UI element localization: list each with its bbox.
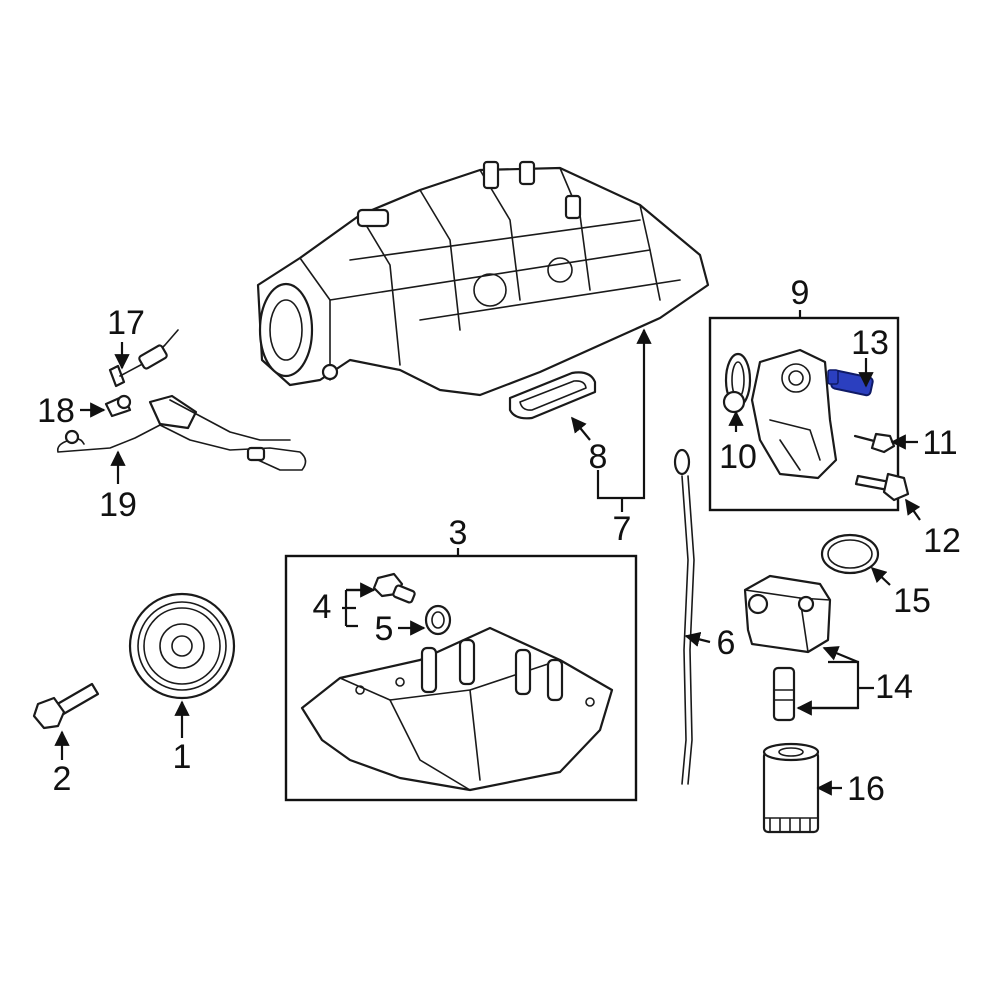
callout-2: 2 <box>53 760 72 798</box>
callout-14: 14 <box>875 668 913 706</box>
callout-1: 1 <box>173 738 192 776</box>
callout-13: 13 <box>851 324 889 362</box>
intake-gasket[interactable] <box>508 371 597 420</box>
oil-cooler[interactable] <box>743 574 832 654</box>
callout-10: 10 <box>719 438 757 476</box>
callout-18: 18 <box>37 392 75 430</box>
pulley-bolt[interactable] <box>32 682 100 730</box>
callout-3: 3 <box>449 514 468 552</box>
callout-7: 7 <box>613 510 632 548</box>
oil-filter-adapter[interactable] <box>750 348 838 480</box>
callout-11: 11 <box>922 424 957 462</box>
fuel-line-bracket[interactable] <box>108 329 179 388</box>
fuel-line-assembly[interactable] <box>56 394 307 471</box>
callout-9: 9 <box>791 274 810 312</box>
callout-4: 4 <box>313 588 332 626</box>
adapter-kit-box <box>708 316 900 512</box>
drain-plug-gasket[interactable] <box>424 604 452 636</box>
callout-6: 6 <box>717 624 736 662</box>
oil-pan-kit-box <box>284 554 638 802</box>
callout-labels: 1 2 3 4 5 6 7 8 9 10 11 12 13 14 15 16 1… <box>37 274 961 808</box>
oil-pan[interactable] <box>300 626 614 792</box>
bolt-11[interactable] <box>853 432 896 454</box>
callout-15: 15 <box>893 582 931 620</box>
bolt-18[interactable] <box>104 394 132 418</box>
oil-cooler-stud[interactable] <box>772 666 796 722</box>
callout-8: 8 <box>589 438 608 476</box>
callout-19: 19 <box>99 486 137 524</box>
crankshaft-pulley[interactable] <box>128 592 236 700</box>
callout-5: 5 <box>375 610 394 648</box>
drain-plug[interactable] <box>372 572 416 604</box>
oil-filter[interactable] <box>762 742 820 834</box>
callout-17: 17 <box>107 304 145 342</box>
o-ring-15[interactable] <box>820 533 880 575</box>
leader-lines <box>54 310 921 796</box>
bolt-12[interactable] <box>854 472 910 502</box>
oil-dipstick[interactable] <box>673 448 695 785</box>
callout-12: 12 <box>923 522 961 560</box>
callout-16: 16 <box>847 770 885 808</box>
intake-manifold[interactable] <box>256 160 710 397</box>
adapter-gasket[interactable] <box>722 352 752 414</box>
